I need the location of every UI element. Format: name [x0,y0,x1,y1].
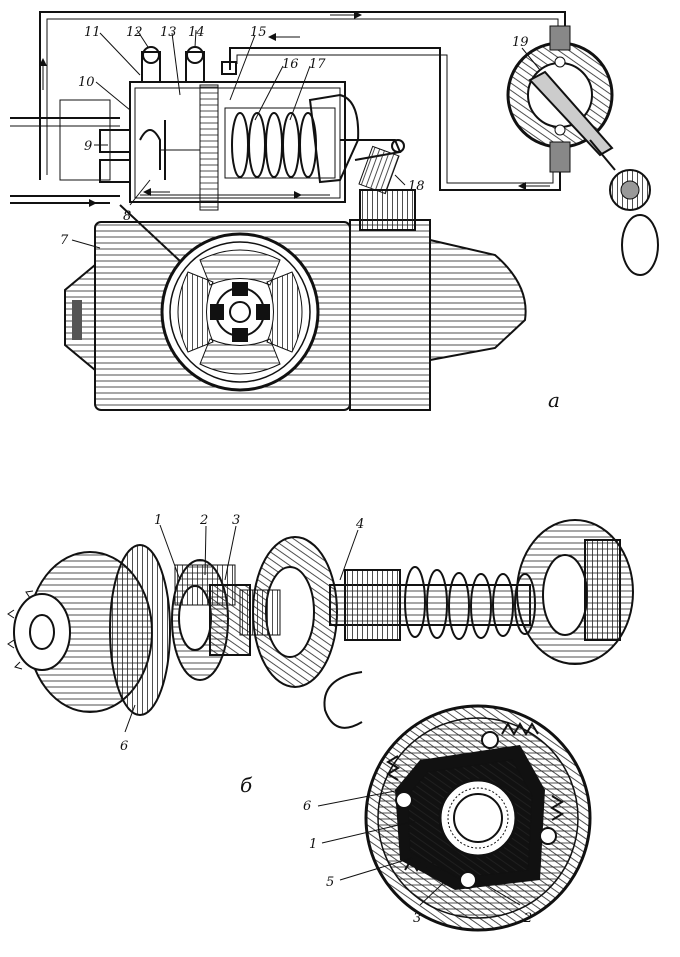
clutch-springs [386,722,564,872]
label-11: 11 [84,25,101,40]
panel-a-label: а [548,388,560,412]
label-b-4: 4 [355,517,364,532]
clutch-rollers [395,731,557,889]
label-8: 8 [123,209,131,224]
label-17: 17 [309,57,326,72]
label-12: 12 [126,25,143,40]
solenoid-relay [99,46,405,211]
drive-assembly-diagram: 1 2 3 4 6 [7,513,634,932]
label-13: 13 [160,25,177,40]
label-16: 16 [282,57,299,72]
label-15: 15 [250,25,267,40]
end-collar [516,519,634,665]
label-7: 7 [60,233,69,248]
ignition-switch [506,25,659,276]
motor-cross-section [160,232,320,392]
solenoid-winding [231,112,317,178]
label-detail-3: 3 [413,911,421,926]
lock-ring [323,671,363,729]
label-b-2: 2 [199,513,208,528]
label-b-1: 1 [154,513,162,528]
clutch-cross-section [364,704,592,932]
freewheel-clutch [171,559,251,681]
label-b-6: 6 [120,739,128,754]
pinion-gear [7,544,171,716]
starter-assembly-diagram: 7 8 9 10 11 12 13 14 15 16 17 18 19 а [10,11,659,412]
label-detail-2: 2 [523,911,532,926]
label-9: 9 [84,139,92,154]
label-19: 19 [512,35,529,50]
leader-lines-a [71,29,541,249]
shaft-and-spring [329,566,536,641]
label-detail-1: 1 [309,837,317,852]
label-b-3: 3 [232,513,240,528]
label-detail-5: 5 [326,875,334,890]
leader-lines-b [124,524,359,733]
panel-b-label: б [240,773,253,797]
leader-lines-detail [317,789,521,906]
label-14: 14 [188,25,205,40]
key-icon [589,139,659,276]
starter-motor [64,189,527,411]
label-18: 18 [408,179,425,194]
drive-flange [239,536,338,688]
label-detail-6: 6 [303,799,311,814]
drive-spring [404,566,536,640]
label-10: 10 [78,75,95,90]
